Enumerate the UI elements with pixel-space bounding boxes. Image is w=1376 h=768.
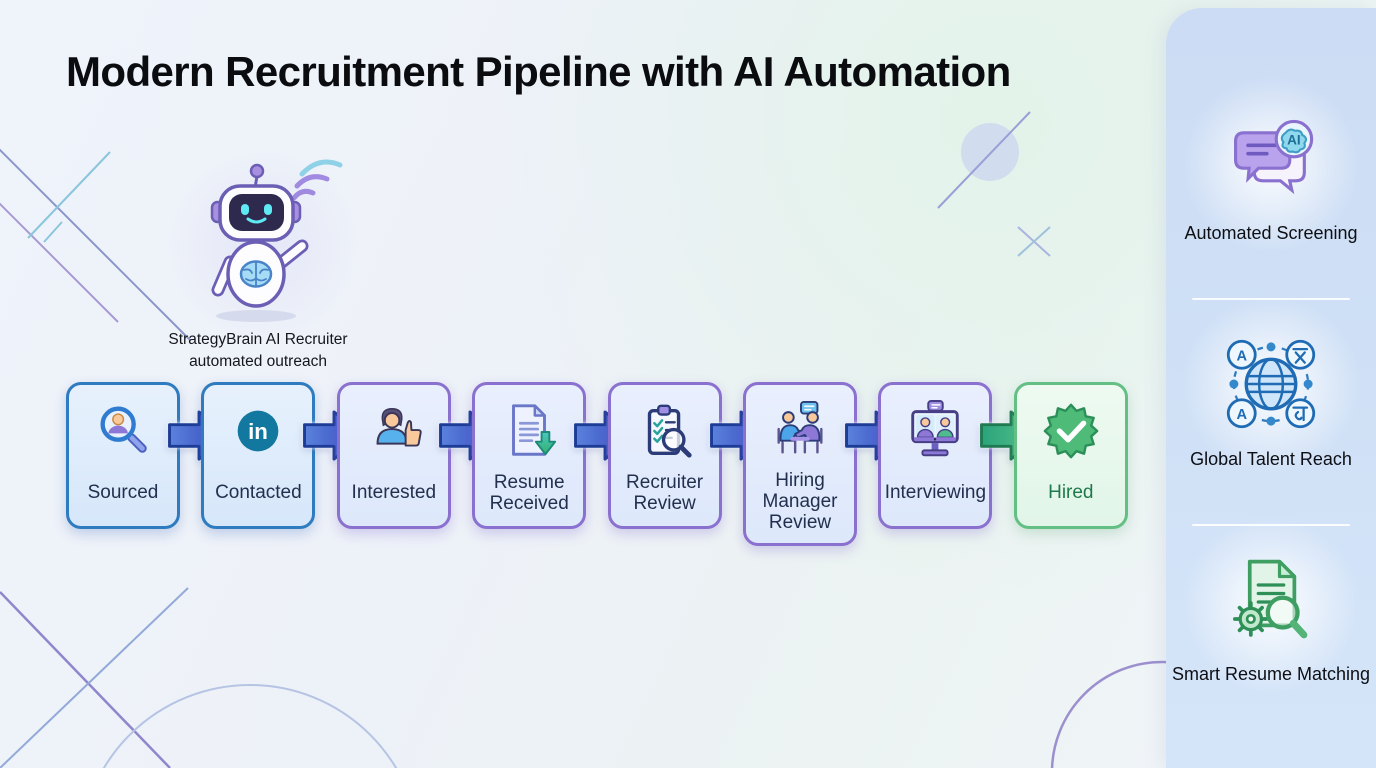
mascot-caption-line2: automated outreach (189, 352, 327, 370)
svg-text:A: A (1236, 348, 1247, 364)
stage-label: Hiring Manager Review (762, 469, 838, 534)
stage-hired: Hired (1013, 382, 1128, 529)
video-call-icon (904, 385, 966, 469)
resume-match-icon (1220, 551, 1322, 653)
stage-sourced: Sourced (66, 382, 180, 529)
svg-text:in: in (248, 419, 268, 444)
chat-ai-icon: AI (1221, 112, 1321, 212)
svg-text:AI: AI (1287, 132, 1301, 147)
stage-hiring-manager-review: Hiring Manager Review (743, 382, 857, 546)
svg-text:A: A (1236, 407, 1247, 423)
feature-automated-screening: AI Automated Screening (1166, 8, 1376, 300)
meeting-icon (769, 385, 831, 469)
stage-label: Interested (351, 482, 437, 504)
stage-recruiter-review: Recruiter Review (607, 382, 722, 529)
stage-label: Interviewing (884, 482, 987, 504)
document-download-icon (498, 385, 560, 469)
stage-interviewing: Interviewing (878, 382, 993, 529)
stage-label: Recruiter Review (626, 471, 704, 514)
thumbs-up-person-icon (363, 385, 425, 469)
search-person-icon (92, 385, 154, 469)
feature-label: Global Talent Reach (1190, 449, 1352, 469)
stage-interested: Interested (336, 382, 451, 529)
stage-label: Hired (1048, 482, 1094, 504)
stage-label: Resume Received (489, 471, 569, 514)
clipboard-magnifier-icon (634, 385, 696, 469)
stage-label: Sourced (87, 482, 159, 504)
stage-resume-received: Resume Received (472, 382, 587, 529)
stage-label: Contacted (215, 482, 302, 504)
page-title: Modern Recruitment Pipeline with AI Auto… (66, 48, 1011, 95)
linkedin-icon: in (227, 385, 289, 469)
feature-label: Automated Screening (1184, 223, 1358, 243)
badge-check-icon (1040, 385, 1102, 469)
